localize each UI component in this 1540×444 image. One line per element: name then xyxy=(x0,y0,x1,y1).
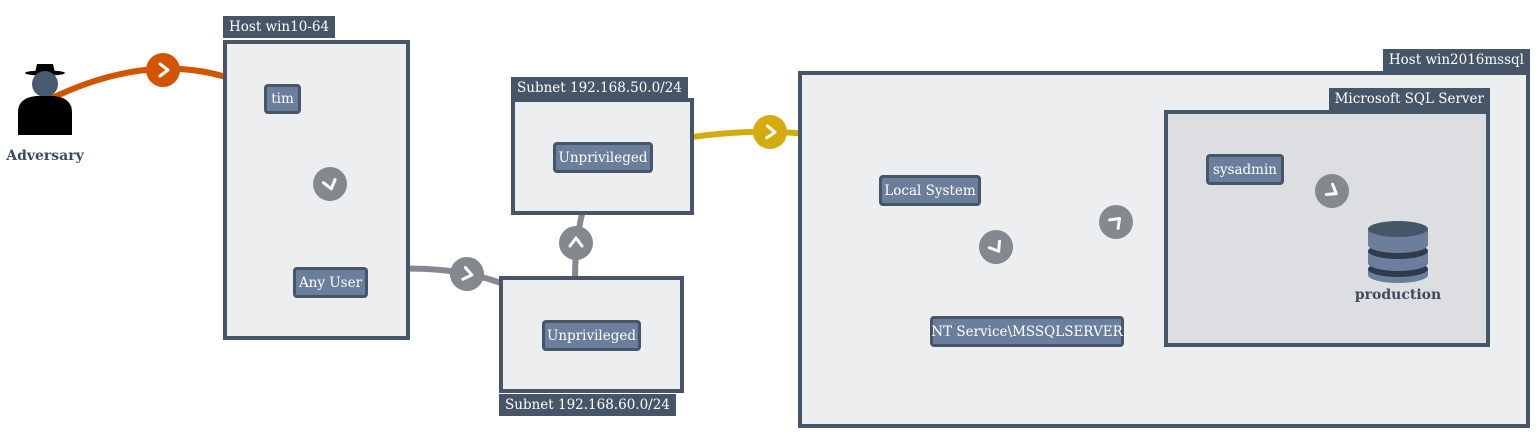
node-unprivileged-50[interactable]: Unprivileged xyxy=(553,142,653,173)
node-any-user[interactable]: Any User xyxy=(293,267,368,298)
node-tim[interactable]: tim xyxy=(264,84,301,114)
production-label: production xyxy=(1354,287,1442,303)
node-unprivileged-60[interactable]: Unprivileged xyxy=(542,320,641,351)
arrow-marker-any-user-unprivileged-60 xyxy=(450,257,484,291)
group-title-subnet-192-168-60: Subnet 192.168.60.0/24 xyxy=(499,394,676,416)
group-title-subnet-192-168-50: Subnet 192.168.50.0/24 xyxy=(511,77,688,99)
arrow-marker-unprivileged-50-local-system xyxy=(753,115,787,149)
arrow-marker-tim-any-user xyxy=(313,167,347,201)
node-local-system[interactable]: Local System xyxy=(879,175,981,206)
arrow-marker-nt-service-sysadmin xyxy=(1099,205,1133,239)
group-title-host-win2016mssql: Host win2016mssql xyxy=(1382,49,1530,71)
arrow-marker-sysadmin-production xyxy=(1315,174,1349,208)
arrow-marker-adversary-tim xyxy=(146,53,180,87)
node-nt-service-mssqlserver[interactable]: NT Service\MSSQLSERVER xyxy=(930,316,1124,347)
group-title-microsoft-sql-server: Microsoft SQL Server xyxy=(1328,88,1490,110)
adversary-icon xyxy=(18,64,72,135)
group-title-host-win10-64: Host win10-64 xyxy=(223,16,336,38)
adversary-label: Adversary xyxy=(6,148,84,164)
arrow-marker-unprivileged-60-unprivileged-50 xyxy=(559,226,593,260)
database-icon xyxy=(1368,221,1428,283)
node-sysadmin[interactable]: sysadmin xyxy=(1206,154,1284,185)
group-subnet-192-168-50 xyxy=(511,98,694,215)
arrow-marker-local-system-nt-service xyxy=(979,230,1013,264)
group-microsoft-sql-server xyxy=(1164,110,1490,347)
